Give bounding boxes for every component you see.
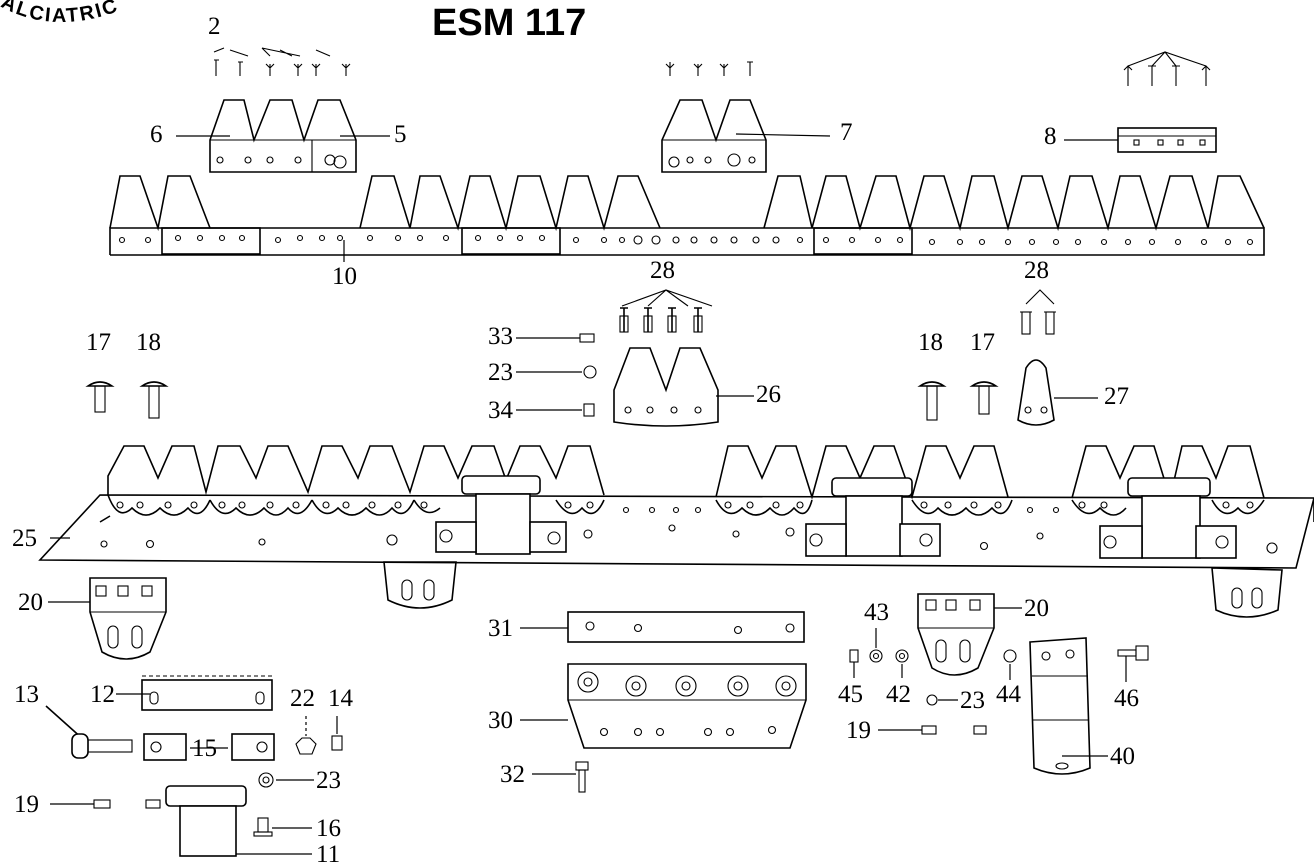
section-26 [613, 347, 754, 427]
callout-17-left: 17 [86, 329, 111, 356]
callout-33: 33 [488, 323, 513, 350]
plate-31 [520, 611, 805, 643]
stamp-seal: ALCIATRIC [0, 0, 120, 27]
plate-30 [520, 663, 807, 749]
callout-8: 8 [1044, 123, 1057, 150]
plate-8 [1064, 127, 1217, 153]
callout-23-top: 23 [488, 359, 513, 386]
callout-45: 45 [838, 681, 863, 708]
bolt-19-left [50, 799, 161, 809]
washer-23-bottom [258, 772, 314, 788]
callout-43: 43 [864, 599, 889, 626]
callout-22: 22 [290, 685, 315, 712]
callout-27: 27 [1104, 383, 1129, 410]
hardware-43-45-42-44 [849, 628, 1017, 735]
callout-26: 26 [756, 381, 781, 408]
callout-42: 42 [886, 681, 911, 708]
callout-12: 12 [90, 681, 115, 708]
rivets-2 [213, 47, 1211, 86]
callout-19-right: 19 [846, 717, 871, 744]
bracket-20-right [917, 593, 1022, 676]
callout-30: 30 [488, 707, 513, 734]
section-6-5 [176, 99, 390, 173]
bolts-18-17-right [917, 381, 999, 421]
rivets-28-right [1020, 289, 1056, 335]
section-27 [1017, 359, 1098, 426]
callout-18-left: 18 [136, 329, 161, 356]
callout-28-right: 28 [1024, 257, 1049, 284]
bolt-16 [253, 817, 312, 837]
nut-22-stud-14 [295, 716, 343, 755]
callout-7: 7 [840, 119, 853, 146]
bolt-32 [532, 761, 589, 793]
callout-18-right: 18 [918, 329, 943, 356]
callout-6: 6 [150, 121, 163, 148]
bracket-20-left [48, 577, 167, 660]
callout-46: 46 [1114, 685, 1139, 712]
callout-15: 15 [192, 735, 217, 762]
callout-34: 34 [488, 397, 513, 424]
cutter-bar-25 [38, 445, 1314, 618]
diagram-title: ESM 117 [432, 2, 587, 44]
callout-14: 14 [328, 685, 353, 712]
bolt-13 [45, 705, 133, 759]
callout-11: 11 [316, 841, 341, 868]
callout-23-right: 23 [960, 687, 985, 714]
callout-44: 44 [996, 681, 1021, 708]
callout-28-left: 28 [650, 257, 675, 284]
bolts-17-18-left [85, 381, 169, 419]
section-7 [661, 99, 831, 173]
guard-head-11 [165, 785, 312, 857]
knife-head-40 [1029, 637, 1108, 775]
bolt-46 [1117, 645, 1149, 682]
callout-25: 25 [12, 525, 37, 552]
callout-16: 16 [316, 815, 341, 842]
callout-23-bottom: 23 [316, 767, 341, 794]
rivets-28-left [619, 289, 713, 333]
callout-31: 31 [488, 615, 513, 642]
callout-5: 5 [394, 121, 407, 148]
callout-10: 10 [332, 263, 357, 290]
callout-17-right: 17 [970, 329, 995, 356]
callout-19-left: 19 [14, 791, 39, 818]
small-hardware-33-23-34 [516, 333, 597, 417]
callout-13: 13 [14, 681, 39, 708]
callout-20-right: 20 [1024, 595, 1049, 622]
knife-assembly-10 [109, 175, 1265, 262]
callout-20-left: 20 [18, 589, 43, 616]
callout-32: 32 [500, 761, 525, 788]
callout-2: 2 [208, 13, 221, 40]
callout-40: 40 [1110, 743, 1135, 770]
plate-12 [116, 675, 273, 711]
spacers-15 [143, 733, 275, 761]
